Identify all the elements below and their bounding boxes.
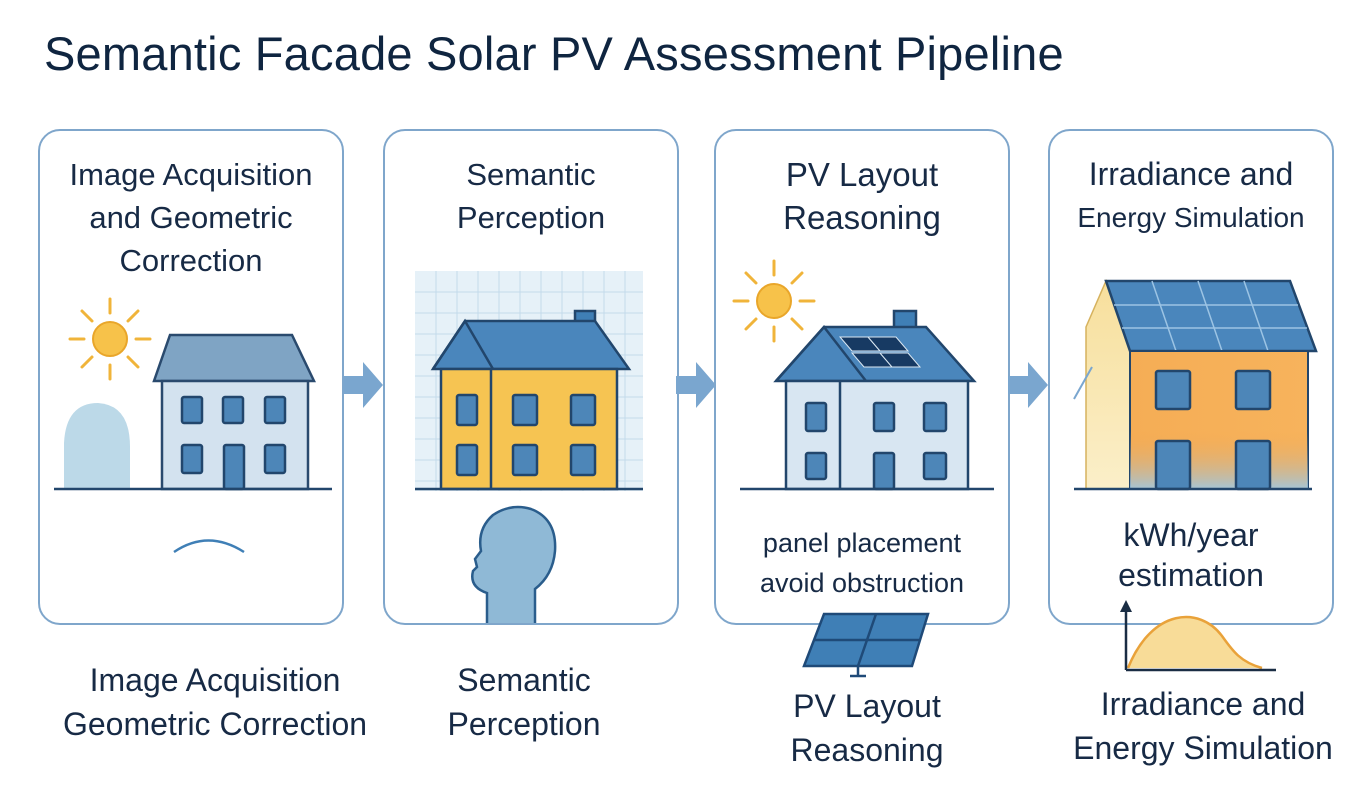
bottom-label-layout: PV Layout Reasoning: [752, 684, 982, 772]
tree-icon: [64, 403, 130, 489]
stage-note-line: avoid obstruction: [759, 568, 965, 598]
house-icon: [773, 309, 977, 491]
bottom-label-line: Energy Simulation: [1073, 730, 1333, 766]
stage-title-line: Image Acquisition: [69, 157, 313, 192]
bottom-label-perception: Semantic Perception: [414, 658, 634, 746]
bottom-label-line: Geometric Correction: [62, 706, 368, 742]
stage-title-acquisition: Image Acquisition and Geometric Correcti…: [40, 153, 342, 282]
stage-title-line: and Geometric: [89, 200, 293, 235]
stage-title-line: PV Layout: [785, 156, 939, 193]
stage-title-layout: PV Layout Reasoning: [716, 153, 1008, 239]
bottom-label-simulation: Irradiance and Energy Simulation: [1050, 682, 1356, 770]
stage-note-simulation: kWh/year estimation: [1050, 515, 1332, 595]
stage-title-line: Irradiance and: [1088, 156, 1294, 192]
simulation-illustration: [1073, 278, 1318, 491]
stage-card-perception: Semantic Perception: [383, 129, 679, 625]
bottom-label-line: Perception: [447, 706, 601, 742]
house-icon: [152, 333, 316, 491]
stage-title-perception: Semantic Perception: [385, 153, 677, 239]
stage-note-line: panel placement: [762, 528, 962, 558]
stage-title-line: Correction: [119, 243, 263, 278]
stage-note-line: kWh/year: [1123, 517, 1259, 553]
bottom-label-line: Image Acquisition: [89, 662, 341, 698]
stage-card-acquisition: Image Acquisition and Geometric Correcti…: [38, 129, 344, 625]
house-icon: [430, 309, 632, 491]
stage-note-line: estimation: [1118, 557, 1264, 593]
house-icon: [1073, 278, 1318, 491]
energy-curve-icon: [1120, 600, 1276, 672]
arrow-right-icon: [1008, 362, 1048, 408]
stage-title-line: Perception: [456, 200, 606, 235]
sun-icon: [68, 297, 152, 381]
arrow-right-icon: [676, 362, 716, 408]
bottom-label-line: PV Layout: [793, 688, 941, 724]
sun-icon: [732, 259, 816, 343]
stage-title-simulation: Irradiance and Energy Simulation: [1050, 153, 1332, 239]
solar-panel-icon: [802, 612, 930, 678]
arrow-right-icon: [343, 362, 383, 408]
horizon-arc: [173, 539, 245, 554]
bottom-label-acquisition: Image Acquisition Geometric Correction: [20, 658, 410, 746]
roof-panel-grid: [1114, 280, 1307, 352]
stage-title-line: Reasoning: [783, 199, 941, 236]
roof-panel-icon: [838, 336, 922, 368]
head-silhouette-icon: [471, 505, 557, 623]
stage-title-line: Energy Simulation: [1077, 202, 1305, 233]
stage-title-line: Semantic: [466, 157, 596, 192]
acquisition-illustration: [54, 297, 332, 554]
stage-card-simulation: Irradiance and Energy Simulation: [1048, 129, 1334, 625]
page-title: Semantic Facade Solar PV Assessment Pipe…: [44, 27, 1064, 80]
stage-note-layout: panel placement avoid obstruction: [716, 523, 1008, 603]
bottom-label-line: Reasoning: [790, 732, 944, 768]
stage-card-layout: PV Layout Reasoning: [714, 129, 1010, 625]
bottom-label-line: Irradiance and: [1100, 686, 1306, 722]
bottom-label-line: Semantic: [457, 662, 591, 698]
perception-illustration: [415, 271, 643, 623]
layout-illustration: [732, 259, 994, 491]
